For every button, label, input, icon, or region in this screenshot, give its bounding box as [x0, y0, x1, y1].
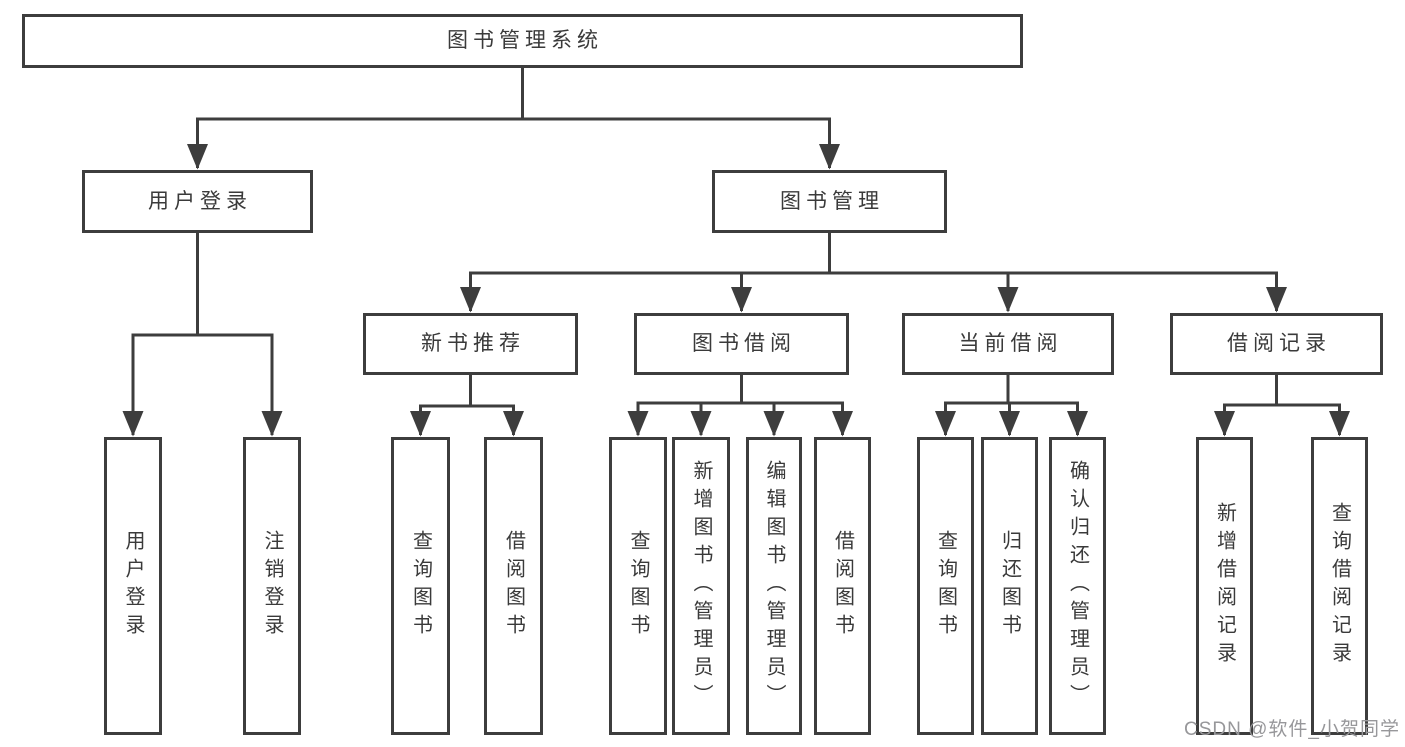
- leaf-label: 查询图书: [627, 530, 649, 642]
- leaf-query-books-borrowing: 查询图书: [609, 437, 667, 735]
- leaf-add-borrow-record: 新增借阅记录: [1196, 437, 1253, 735]
- leaf-label: 新增图书（管理员）: [690, 460, 712, 712]
- leaf-borrow-books-recommend: 借阅图书: [484, 437, 543, 735]
- node-label: 新书推荐: [421, 332, 525, 356]
- node-user-login: 用户登录: [82, 170, 313, 233]
- leaf-query-books-current: 查询图书: [917, 437, 974, 735]
- node-current-borrowing: 当前借阅: [902, 313, 1114, 375]
- leaf-query-books-recommend: 查询图书: [391, 437, 450, 735]
- leaf-label: 确认归还（管理员）: [1066, 460, 1089, 712]
- leaf-label: 归还图书: [998, 530, 1021, 642]
- leaf-return-book: 归还图书: [981, 437, 1038, 735]
- leaf-label: 编辑图书（管理员）: [763, 460, 785, 712]
- leaf-confirm-return-admin: 确认归还（管理员）: [1049, 437, 1106, 735]
- watermark-text: CSDN @软件_小贺同学: [1184, 719, 1400, 740]
- leaf-label: 注销登录: [261, 530, 283, 642]
- node-book-management: 图书管理: [712, 170, 947, 233]
- leaf-label: 借阅图书: [502, 530, 525, 642]
- node-label: 图书借阅: [692, 332, 796, 356]
- node-borrowing-records: 借阅记录: [1170, 313, 1383, 375]
- leaf-user-login: 用户登录: [104, 437, 162, 735]
- leaf-label: 新增借阅记录: [1213, 502, 1236, 670]
- leaf-label: 查询借阅记录: [1328, 502, 1351, 670]
- node-library-management-system: 图书管理系统: [22, 14, 1023, 68]
- node-label: 当前借阅: [958, 332, 1063, 356]
- leaf-borrow-books-borrowing: 借阅图书: [814, 437, 871, 735]
- node-new-book-recommendation: 新书推荐: [363, 313, 578, 375]
- leaf-logout: 注销登录: [243, 437, 301, 735]
- leaf-edit-book-admin: 编辑图书（管理员）: [746, 437, 802, 735]
- node-book-borrowing: 图书借阅: [634, 313, 849, 375]
- leaf-label: 查询图书: [934, 530, 957, 642]
- leaf-query-borrow-record: 查询借阅记录: [1311, 437, 1368, 735]
- node-label: 图书管理系统: [447, 29, 603, 53]
- node-label: 借阅记录: [1227, 332, 1331, 356]
- node-label: 图书管理: [780, 189, 884, 213]
- leaf-label: 用户登录: [122, 530, 144, 642]
- leaf-label: 借阅图书: [831, 530, 854, 642]
- leaf-add-book-admin: 新增图书（管理员）: [672, 437, 730, 735]
- node-label: 用户登录: [148, 189, 252, 213]
- leaf-label: 查询图书: [409, 530, 432, 642]
